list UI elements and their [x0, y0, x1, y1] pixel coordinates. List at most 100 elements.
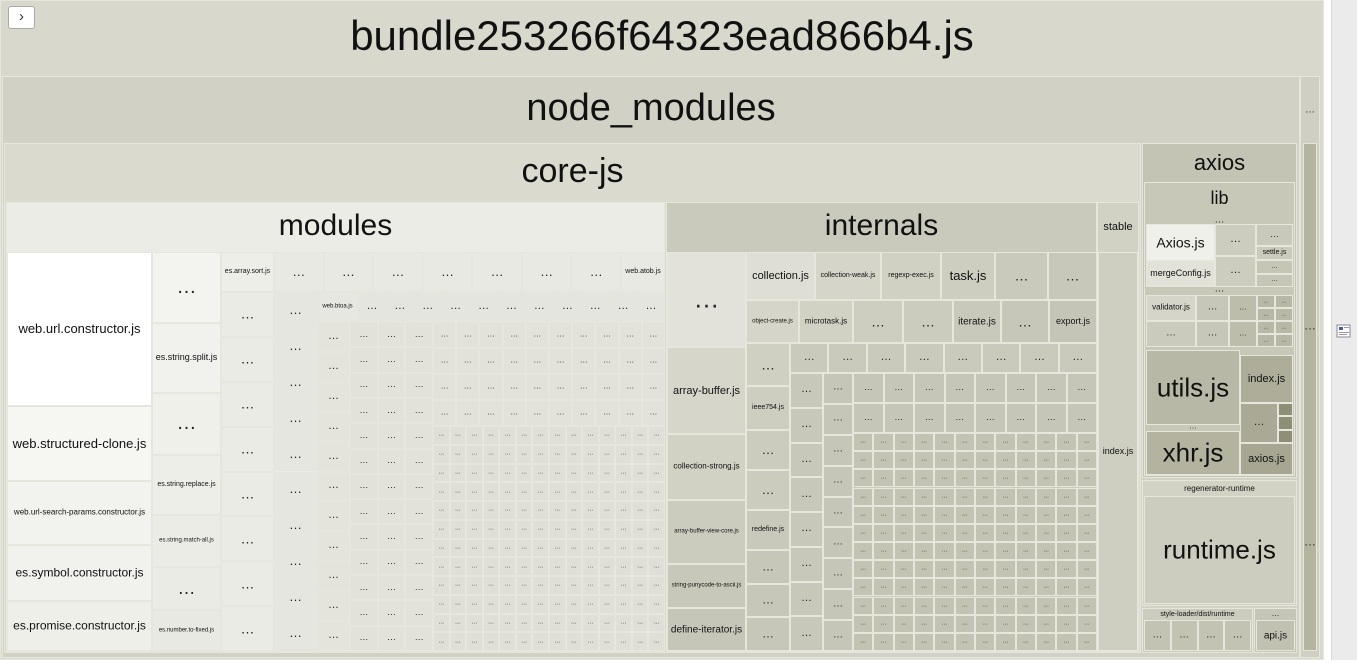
treemap-cell[interactable]: …: [571, 252, 621, 292]
treemap-cell[interactable]: …: [549, 519, 566, 539]
axios-file-index[interactable]: index.js: [1240, 355, 1293, 403]
treemap-cell[interactable]: …: [433, 348, 457, 374]
internal-microtask[interactable]: microtask.js: [799, 300, 853, 343]
treemap-cell[interactable]: …: [975, 451, 996, 470]
treemap-cell[interactable]: …: [377, 549, 406, 576]
treemap-cell[interactable]: …: [466, 463, 483, 483]
treemap-cell[interactable]: …: [893, 578, 914, 597]
treemap-cell[interactable]: …: [221, 292, 274, 337]
treemap-cell[interactable]: …: [515, 576, 533, 595]
treemap-cell[interactable]: …: [1056, 560, 1077, 579]
treemap-cell[interactable]: …: [914, 373, 945, 403]
treemap-cell[interactable]: …: [615, 538, 632, 558]
treemap-cell[interactable]: …: [482, 519, 500, 539]
treemap-cell[interactable]: …: [873, 560, 894, 579]
treemap-cell[interactable]: …: [405, 423, 433, 449]
treemap-cell[interactable]: …: [549, 426, 566, 445]
treemap-cell[interactable]: …: [482, 613, 500, 633]
treemap-cell[interactable]: …: [1036, 487, 1057, 506]
treemap-cell[interactable]: …: [853, 505, 874, 524]
treemap-cell[interactable]: …: [466, 576, 483, 595]
treemap-cell[interactable]: …: [515, 613, 533, 633]
treemap-cell[interactable]: …: [549, 538, 566, 558]
treemap-cell[interactable]: …: [598, 632, 616, 651]
treemap-cell[interactable]: …: [1056, 542, 1077, 561]
axios-file-xhr[interactable]: xhr.js: [1146, 431, 1240, 475]
treemap-cell[interactable]: …: [482, 444, 500, 464]
treemap-cell[interactable]: …: [893, 469, 914, 488]
treemap-cell[interactable]: …: [934, 632, 955, 651]
treemap-cell[interactable]: …: [274, 252, 324, 292]
treemap-cell[interactable]: …: [615, 482, 632, 501]
treemap-cell[interactable]: …: [350, 448, 378, 474]
treemap-cell[interactable]: …: [449, 426, 467, 445]
treemap-cell[interactable]: …: [893, 451, 914, 470]
treemap-cell[interactable]: …: [565, 632, 583, 651]
treemap-cell[interactable]: …: [433, 444, 450, 464]
treemap-cell[interactable]: …: [934, 596, 955, 615]
treemap-cell[interactable]: …: [823, 434, 853, 466]
treemap-cell[interactable]: …: [377, 625, 406, 651]
treemap-cell[interactable]: …: [853, 523, 874, 542]
treemap-cell[interactable]: …: [631, 482, 649, 501]
module-es-string-match-all[interactable]: es.string.match-all.js: [152, 515, 221, 567]
treemap-cell[interactable]: …: [905, 343, 944, 373]
treemap-cell[interactable]: …: [914, 403, 945, 433]
treemap-cell[interactable]: …: [323, 252, 374, 292]
treemap-cell[interactable]: [1278, 403, 1293, 417]
treemap-cell[interactable]: …: [525, 400, 549, 426]
treemap-cell[interactable]: …: [615, 594, 632, 614]
treemap-cell[interactable]: …: [317, 411, 350, 442]
treemap-cell[interactable]: …: [497, 292, 526, 322]
treemap-cell[interactable]: …: [1015, 596, 1036, 615]
treemap-cell[interactable]: …: [893, 614, 914, 633]
treemap-cell[interactable]: …: [1066, 373, 1097, 403]
treemap-cell[interactable]: …: [1229, 295, 1257, 321]
treemap-cell[interactable]: …: [515, 501, 533, 520]
treemap-cell[interactable]: …: [1005, 373, 1036, 403]
treemap-cell[interactable]: …: [350, 397, 378, 424]
treemap-cell[interactable]: …: [377, 423, 406, 449]
treemap-cell[interactable]: …: [466, 632, 483, 651]
treemap-cell[interactable]: …: [525, 348, 549, 374]
treemap-cell[interactable]: …: [934, 469, 955, 488]
treemap-cell[interactable]: …: [549, 594, 566, 614]
treemap-cell[interactable]: …: [631, 576, 649, 595]
treemap-cell[interactable]: …: [565, 576, 583, 595]
treemap-cell[interactable]: …: [790, 373, 823, 408]
axios-file-merge-config[interactable]: mergeConfig.js: [1146, 261, 1215, 287]
treemap-cell[interactable]: …: [221, 336, 274, 382]
treemap-cell[interactable]: …: [1036, 596, 1057, 615]
treemap-cell[interactable]: …: [975, 373, 1006, 403]
treemap-cell[interactable]: …: [405, 448, 433, 474]
treemap-cell[interactable]: …: [648, 426, 665, 445]
treemap-cell[interactable]: …: [581, 292, 610, 322]
treemap-cell[interactable]: …: [499, 613, 516, 633]
treemap-cell[interactable]: …: [975, 469, 996, 488]
treemap-cell[interactable]: …: [582, 426, 599, 445]
treemap-cell[interactable]: …: [1076, 578, 1097, 597]
treemap-cell[interactable]: …: [405, 600, 433, 626]
treemap-cell[interactable]: …: [631, 632, 649, 651]
treemap-cell[interactable]: …: [499, 576, 516, 595]
treemap-cell[interactable]: …: [433, 426, 450, 445]
treemap-cell[interactable]: …: [914, 632, 935, 651]
treemap-cell[interactable]: …: [631, 501, 649, 520]
treemap-cell[interactable]: …: [1036, 505, 1057, 524]
treemap-cell[interactable]: …: [515, 632, 533, 651]
treemap-cell[interactable]: …: [1215, 255, 1256, 287]
treemap-cell[interactable]: …: [479, 322, 503, 348]
treemap-cell[interactable]: …: [572, 400, 596, 426]
treemap-cell[interactable]: …: [641, 400, 665, 426]
treemap-cell[interactable]: …: [350, 549, 378, 576]
internal-string-punycode[interactable]: string-punycode-to-ascii.js: [667, 564, 746, 608]
treemap-cell[interactable]: …: [433, 519, 450, 539]
treemap-cell[interactable]: …: [549, 444, 566, 464]
treemap-cell[interactable]: …: [433, 463, 450, 483]
treemap-cell[interactable]: …: [595, 400, 619, 426]
treemap-cell[interactable]: …: [582, 538, 599, 558]
treemap-cell[interactable]: …: [466, 444, 483, 464]
treemap-cell[interactable]: …: [433, 632, 450, 651]
module-group-2[interactable]: …: [152, 393, 221, 455]
treemap-cell[interactable]: …: [648, 463, 665, 483]
